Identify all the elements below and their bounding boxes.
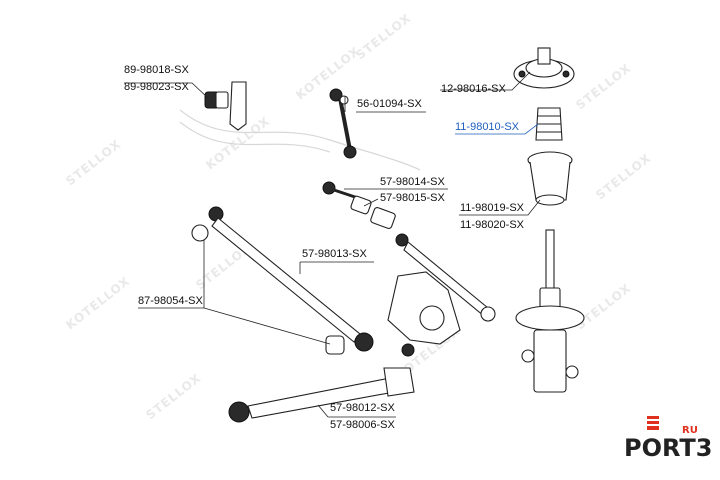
part-number-label: 12-98016-SX — [441, 83, 506, 95]
watermark: KOTELLOX — [63, 274, 132, 333]
part-number-label: 57-98013-SX — [302, 248, 367, 260]
stabilizer-bar-outline — [179, 121, 331, 153]
stabilizer-bar-outline — [179, 109, 421, 171]
watermark: STELLOX — [573, 281, 634, 333]
trailing-arm-part — [191, 206, 374, 355]
part-number-label: 57-98012-SX — [330, 402, 395, 414]
part-number-label: 11-98020-SX — [460, 219, 525, 231]
part-number-label: 57-98015-SX — [380, 192, 445, 204]
lateral-link-part — [322, 181, 496, 322]
stabilizer-link-part — [329, 88, 357, 159]
strut-assembly-part — [515, 229, 585, 393]
strut-mount-part — [513, 47, 575, 89]
piston-icon — [647, 416, 659, 430]
site-logo[interactable]: PORT3 — [624, 434, 713, 462]
part-number-label: 56-01094-SX — [357, 98, 422, 110]
part-number-label-highlighted[interactable]: 11-98010-SX — [455, 121, 520, 133]
dust-boot-part — [527, 151, 573, 206]
part-number-label: 57-98006-SX — [330, 419, 395, 431]
watermark: STELLOX — [593, 151, 654, 203]
knuckle-part — [387, 271, 461, 357]
watermark: KOTELLOX — [293, 44, 362, 103]
part-number-label: 11-98019-SX — [460, 202, 525, 214]
part-number-label: 89-98023-SX — [124, 81, 189, 93]
lower-arm-part — [228, 367, 415, 423]
part-number-label: 89-98018-SX — [124, 64, 189, 76]
leader-lines — [124, 71, 541, 418]
watermark: STELLOX — [573, 61, 634, 113]
watermark: STELLOX — [143, 371, 204, 423]
watermark: STELLOX — [63, 137, 124, 189]
part-number-label: 57-98014-SX — [380, 176, 445, 188]
bump-stop-part — [535, 107, 563, 141]
stabilizer-bushing-part — [204, 81, 247, 131]
part-labels: 89-98018-SX 89-98023-SX 56-01094-SX 12-9… — [124, 64, 525, 431]
part-number-label: 87-98054-SX — [138, 295, 203, 307]
site-logo-suffix: RU — [682, 425, 698, 436]
